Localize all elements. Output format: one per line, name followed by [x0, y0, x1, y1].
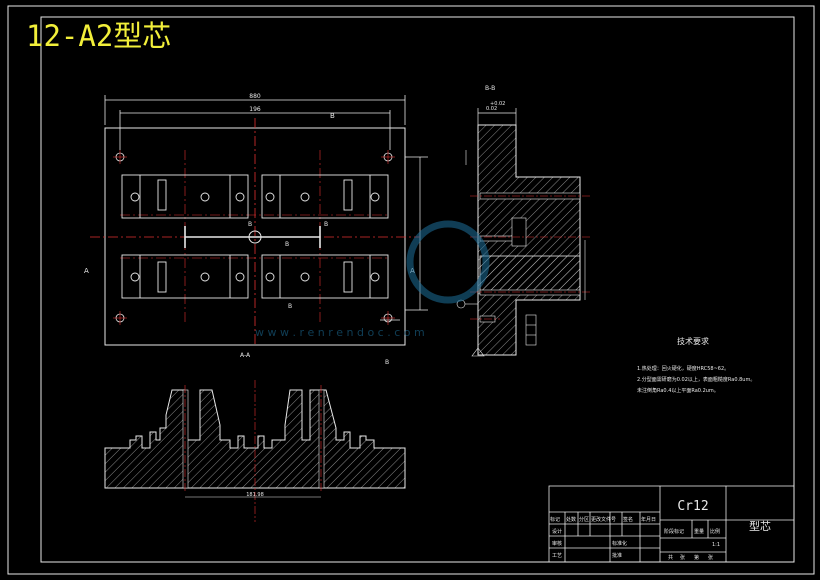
- watermark: w w w . r e n r e n d o c . c o m: [255, 220, 490, 339]
- b-label-4: B: [288, 303, 292, 310]
- title-block: [548, 485, 795, 563]
- b-label-1: B: [248, 221, 252, 228]
- tb-row-file: 更改文件号: [591, 516, 616, 523]
- overall-dimension: 880: [249, 93, 261, 100]
- tb-standard: 标准化: [612, 540, 627, 547]
- tb-scale-label: 比例: [710, 528, 720, 535]
- side-view-bb: B-B +0.02 0.02: [456, 85, 590, 357]
- tb-row-mark: 标记: [550, 516, 560, 523]
- tech-req-heading: 技术要求: [677, 336, 709, 346]
- tech-req-line-2: 2.分型面需研磨为0.02以上，表面粗糙度Ra0.8um。: [637, 376, 755, 383]
- tb-review: 审核: [552, 540, 562, 547]
- tb-process: 工艺: [552, 553, 562, 559]
- tolerance-upper: +0.02: [490, 101, 505, 107]
- tb-sheet-no: 第: [694, 554, 699, 561]
- watermark-text: w w w . r e n r e n d o c . c o m: [255, 326, 425, 339]
- tech-req-line-1: 1.热处理：回火硬化，硬度HRC58~62。: [637, 365, 729, 372]
- tb-approve: 批准: [612, 552, 622, 559]
- tb-scale: 1:1: [712, 542, 720, 548]
- tb-sheet-total: 共: [668, 554, 673, 561]
- technical-requirements: 技术要求 1.热处理：回火硬化，硬度HRC58~62。 2.分型面需研磨为0.0…: [637, 336, 755, 394]
- section-a-mark-left: A: [84, 267, 89, 275]
- tb-stage: 阶段标记: [664, 528, 684, 535]
- b-label-2: B: [324, 221, 328, 228]
- tb-row-count: 处数: [566, 516, 576, 523]
- section-b-mark-top: B: [330, 112, 335, 120]
- material-label: Cr12: [677, 499, 708, 514]
- tb-sheet-unit2: 张: [708, 554, 713, 561]
- tb-sheet-unit1: 张: [680, 554, 685, 561]
- inner-border: [40, 16, 795, 563]
- tb-design: 设计: [552, 528, 562, 535]
- b-label-3: B: [285, 241, 289, 248]
- tb-row-sign: 签名: [623, 516, 633, 523]
- outer-border: [7, 5, 815, 575]
- section-bb-label: B-B: [485, 85, 495, 92]
- drawing-title: 12-A2型芯: [26, 19, 171, 53]
- part-name: 型芯: [749, 519, 771, 533]
- tb-row-zone: 分区: [579, 516, 589, 523]
- section-view-aa: 181.98: [104, 380, 406, 522]
- section-b-mark-bottom: B: [385, 359, 389, 366]
- inner-dimension: 196: [249, 106, 261, 113]
- tb-weight: 重量: [694, 528, 704, 535]
- section-aa-label: A-A: [240, 352, 251, 359]
- tech-req-line-3: 未注倒角Ra0.4以上平面Ra0.2um。: [637, 387, 719, 394]
- tolerance-lower: 0.02: [486, 106, 497, 112]
- tb-row-date: 年月日: [641, 516, 656, 523]
- section-width-dimension: 181.98: [246, 492, 264, 498]
